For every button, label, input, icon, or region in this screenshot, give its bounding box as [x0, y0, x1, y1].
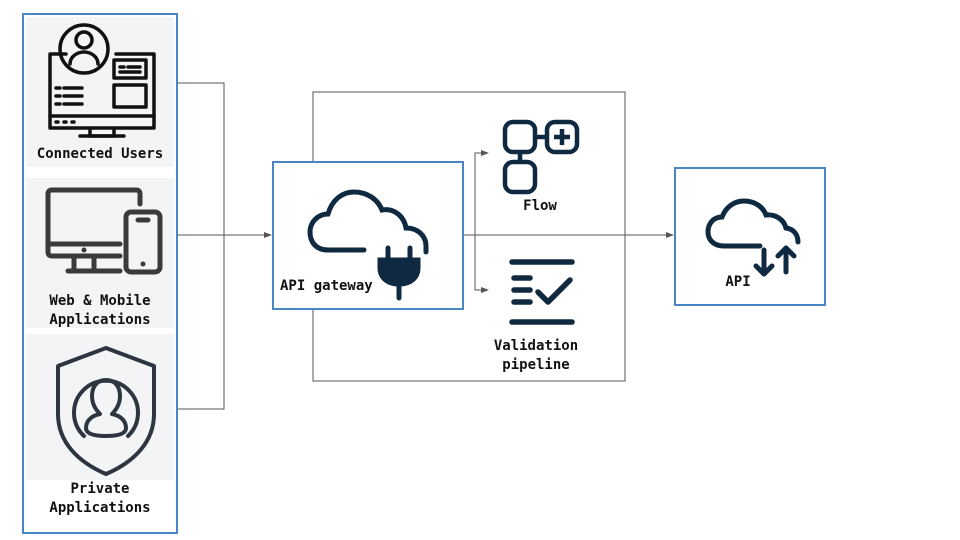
cloud-plug-icon [307, 189, 429, 301]
shield-user-icon [56, 346, 156, 476]
api-node[interactable] [674, 167, 826, 306]
private-apps-label-1: Private [70, 481, 130, 497]
web-mobile-label-2: Applications [49, 312, 151, 328]
private-apps-label-2: Applications [49, 500, 151, 516]
web-mobile-label-1: Web & Mobile [49, 293, 151, 309]
validation-label-2: pipeline [502, 357, 570, 373]
connected-users-label: Connected Users [36, 146, 164, 162]
user-monitor-icon [48, 23, 156, 138]
edge-gateway-to-validation [474, 235, 489, 293]
pipeline-frame [312, 91, 626, 382]
edge-sources-bracket [176, 82, 225, 410]
validation-label-1: Validation [493, 338, 579, 354]
list-check-icon [509, 259, 575, 325]
edge-gateway-to-flow [474, 150, 489, 235]
api-gateway-label: API gateway [280, 278, 373, 294]
source-private-apps[interactable] [26, 334, 174, 480]
flow-nodes-icon [502, 119, 580, 195]
desktop-mobile-icon [45, 187, 163, 275]
api-gateway-node[interactable] [272, 161, 464, 310]
api-label: API [725, 274, 751, 290]
flow-label: Flow [523, 198, 557, 214]
cloud-sync-icon [705, 198, 801, 277]
